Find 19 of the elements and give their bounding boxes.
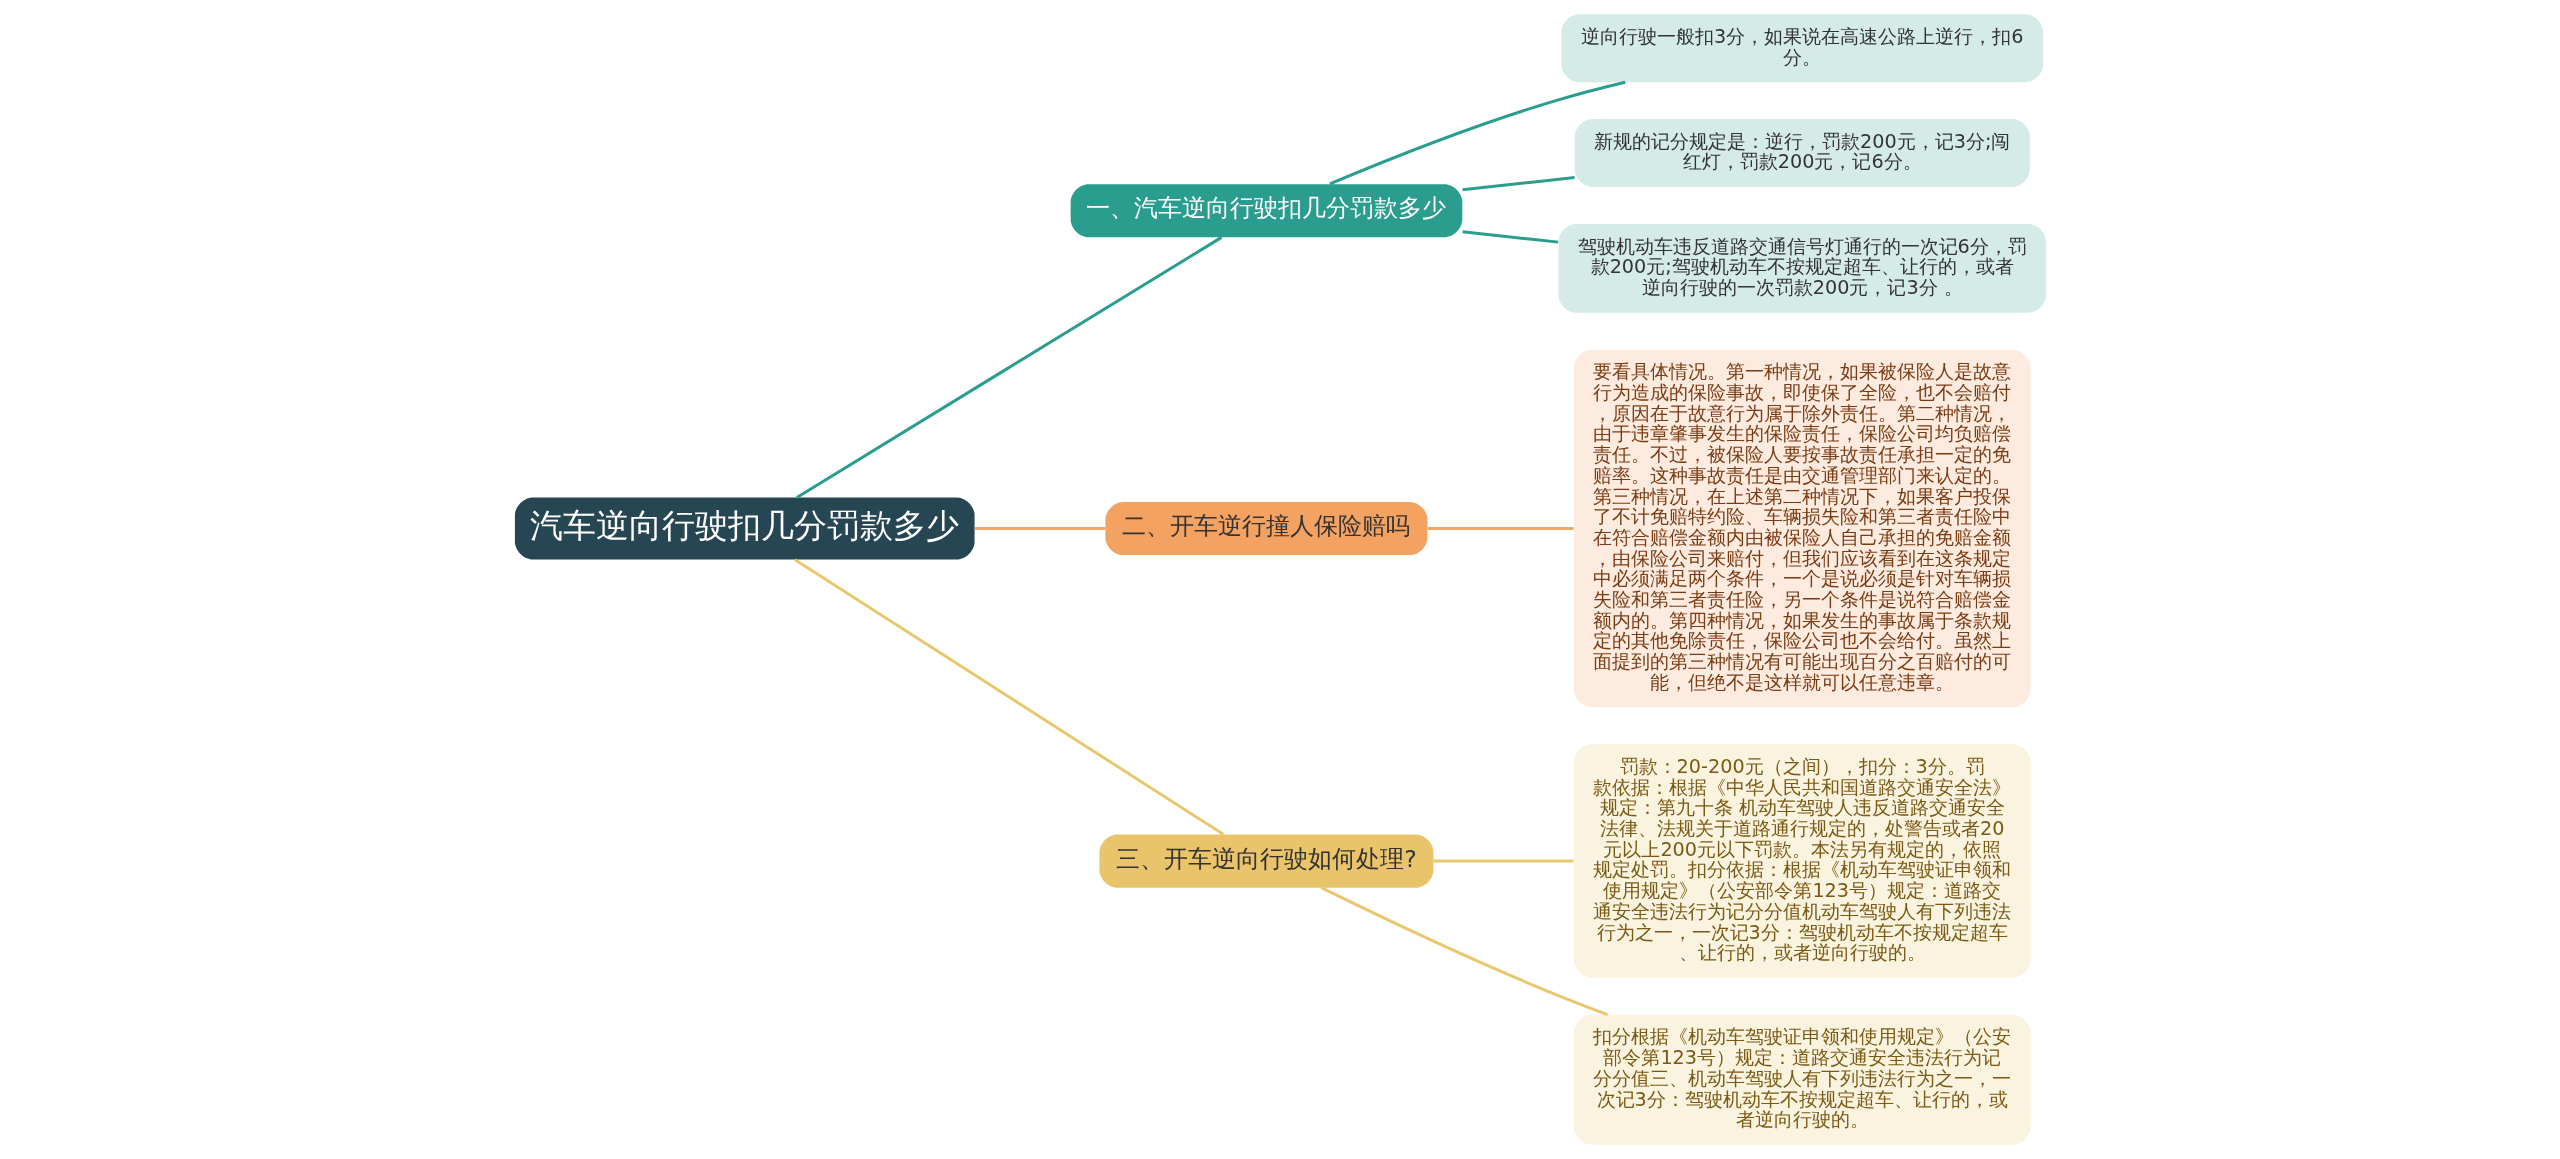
node-box: 扣分根据《机动车驾驶证申领和使用规定》（公安部令第123号）规定：道路交通安全违法行为记分分值三、机动车驾驶人有下列违法行为之一，一次记3分：驾驶机动车不按规定超车、让行的，或者逆向行驶的。	[1573, 1014, 2031, 1145]
node-box: 罚款：20-200元（之间），扣分：3分。罚款依据：根据《中华人民共和国道路交通安全法》规定：第九十条 机动车驾驶人违反道路交通安全法律、法规关于道路通行规定的，处警告或者20元以上200元以下罚款。本法另有规定的，依照规定处罚。扣分依据：根据《机动车驾驶证申领和使用规定》（公安部令第123号）规定：道路交通安全违法行为记分分值机动车驾驶人有下列违法行为之一，一次记3分：驾驶机动车不按规定超车、让行的，或者逆向行驶的。	[1573, 744, 2031, 978]
connector	[795, 236, 1222, 499]
connector	[1328, 80, 1626, 186]
node-box: 汽车逆向行驶扣几分罚款多少	[514, 497, 975, 560]
node-box: 一、汽车逆向行驶扣几分罚款多少	[1070, 184, 1462, 238]
connector	[974, 527, 1105, 530]
node-box: 要看具体情况。第一种情况，如果被保险人是故意行为造成的保险事故，即使保了全险，也不会赔付，原因在于故意行为属于除外责任。第二种情况，由于违章肇事发生的保险责任，保险公司均负赔偿责任。不过，被保险人要按事故责任承担一定的免赔率。这种事故责任是由交通管理部门来认定的。第三种情况，在上述第二种情况下，如果客户投保了不计免赔特约险、车辆损失险和第三者责任险中在符合赔偿金额内由被保险人自己承担的免赔金额，由保险公司来赔付，但我们应该看到在这条规定中必须满足两个条件，一个是说必须是针对车辆损失险和第三者责任险，另一个条件是说符合赔偿金额内的。第四种情况，如果发生的事故属于条款规定的其他免除责任，保险公司也不会给付。虽然上面提到的第三种情况有可能出现百分之百赔付的可能，但绝不是这样就可以任意违章。	[1573, 349, 2031, 708]
connector	[1433, 859, 1574, 863]
connector	[793, 558, 1224, 836]
node-box: 二、开车逆行撞人保险赔吗	[1104, 501, 1428, 556]
node-box: 新规的记分规定是：逆行，罚款200元，记3分;闯红灯，罚款200元，记6分。	[1574, 119, 2030, 188]
node-box: 三、开车逆向行驶如何处理?	[1098, 834, 1433, 888]
connector	[1320, 886, 1608, 1016]
node-box: 逆向行驶一般扣3分，如果说在高速公路上逆行，扣6分。	[1560, 14, 2043, 83]
connector	[1461, 230, 1558, 244]
node-box: 驾驶机动车违反道路交通信号灯通行的一次记6分，罚款200元;驾驶机动车不按规定超车、让行的，或者逆向行驶的一次罚款200元，记3分 。	[1557, 224, 2046, 313]
connector	[1461, 176, 1575, 192]
connector	[1427, 527, 1574, 530]
